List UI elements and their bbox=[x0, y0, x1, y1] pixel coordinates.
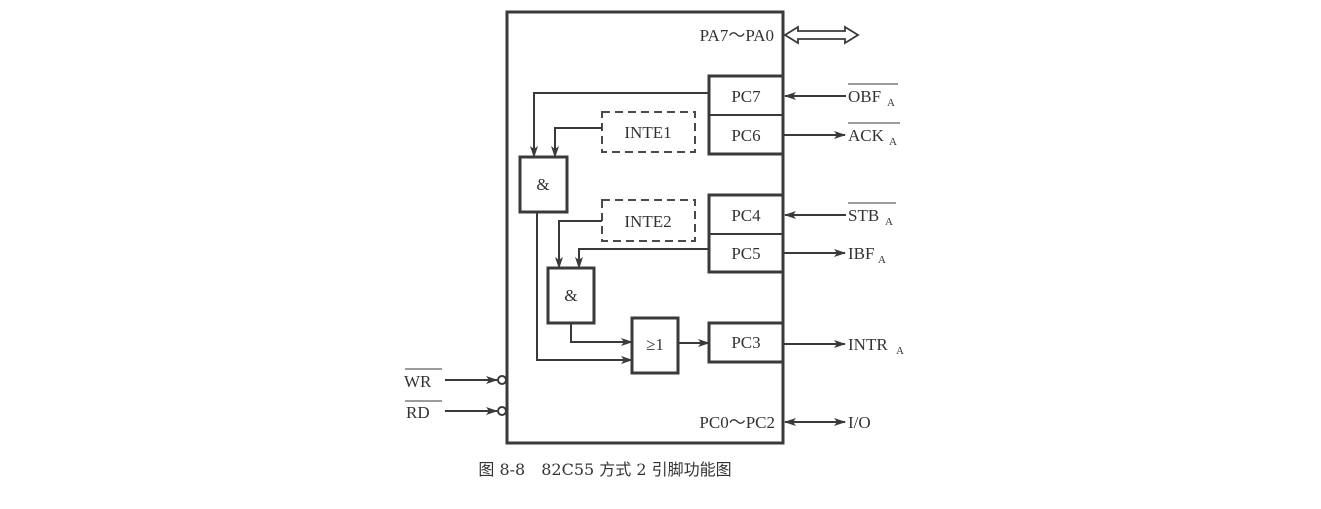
or-gate bbox=[630, 316, 680, 375]
pc3-label: PC3 bbox=[731, 333, 760, 352]
pc5-label: PC5 bbox=[731, 244, 760, 263]
pc4-label: PC4 bbox=[731, 206, 761, 225]
inte2-flag-box bbox=[601, 199, 696, 242]
pc6-label: PC6 bbox=[731, 126, 760, 145]
ibf-signal-label: IBF A bbox=[848, 244, 886, 266]
stb-signal-label: STB A bbox=[848, 202, 896, 228]
and-gate-1-symbol: & bbox=[536, 175, 549, 194]
intr-name: INTR bbox=[848, 335, 888, 354]
wr-name: WR bbox=[404, 372, 432, 391]
wire-pc7-to-and1 bbox=[530, 92, 709, 158]
ack-signal-label: ACK A bbox=[848, 122, 900, 148]
inte1-label: INTE1 bbox=[624, 123, 671, 142]
and-gate-2-symbol: & bbox=[564, 286, 577, 305]
ibf-name: IBF bbox=[848, 244, 874, 263]
bidirectional-bus-arrow-icon bbox=[783, 25, 860, 45]
wire-and2-to-or bbox=[570, 323, 633, 346]
wire-and1-to-or bbox=[536, 212, 633, 364]
intr-subscript: A bbox=[896, 345, 904, 357]
rd-inversion-bubble bbox=[497, 406, 507, 416]
ack-name: ACK bbox=[848, 126, 885, 145]
intr-signal-label: INTR A bbox=[848, 335, 904, 357]
ibf-subscript: A bbox=[878, 254, 886, 266]
stb-subscript: A bbox=[885, 216, 893, 228]
pc-low-label: PC0～PC2 bbox=[699, 413, 775, 432]
obf-signal-label: OBF A bbox=[848, 83, 898, 109]
wire-pc5-to-and2 bbox=[575, 248, 709, 269]
obf-name: OBF bbox=[848, 87, 881, 106]
ack-subscript: A bbox=[889, 136, 897, 148]
pc7-label: PC7 bbox=[731, 87, 761, 106]
wire-inte2-to-and2 bbox=[555, 220, 602, 269]
figure-caption: 图 8-8 82C55 方式 2 引脚功能图 bbox=[478, 460, 731, 479]
stb-name: STB bbox=[848, 206, 879, 225]
inte1-flag-box bbox=[601, 111, 696, 153]
rd-name: RD bbox=[406, 403, 430, 422]
or-gate-symbol: ≥1 bbox=[646, 335, 664, 354]
obf-subscript: A bbox=[887, 97, 895, 109]
and-gate-1 bbox=[518, 155, 569, 214]
inte2-label: INTE2 bbox=[624, 212, 671, 231]
wire-inte1-to-and1 bbox=[551, 127, 602, 158]
io-label: I/O bbox=[848, 413, 871, 432]
port-a-label: PA7～PA0 bbox=[700, 26, 774, 45]
wr-inversion-bubble bbox=[497, 375, 507, 385]
